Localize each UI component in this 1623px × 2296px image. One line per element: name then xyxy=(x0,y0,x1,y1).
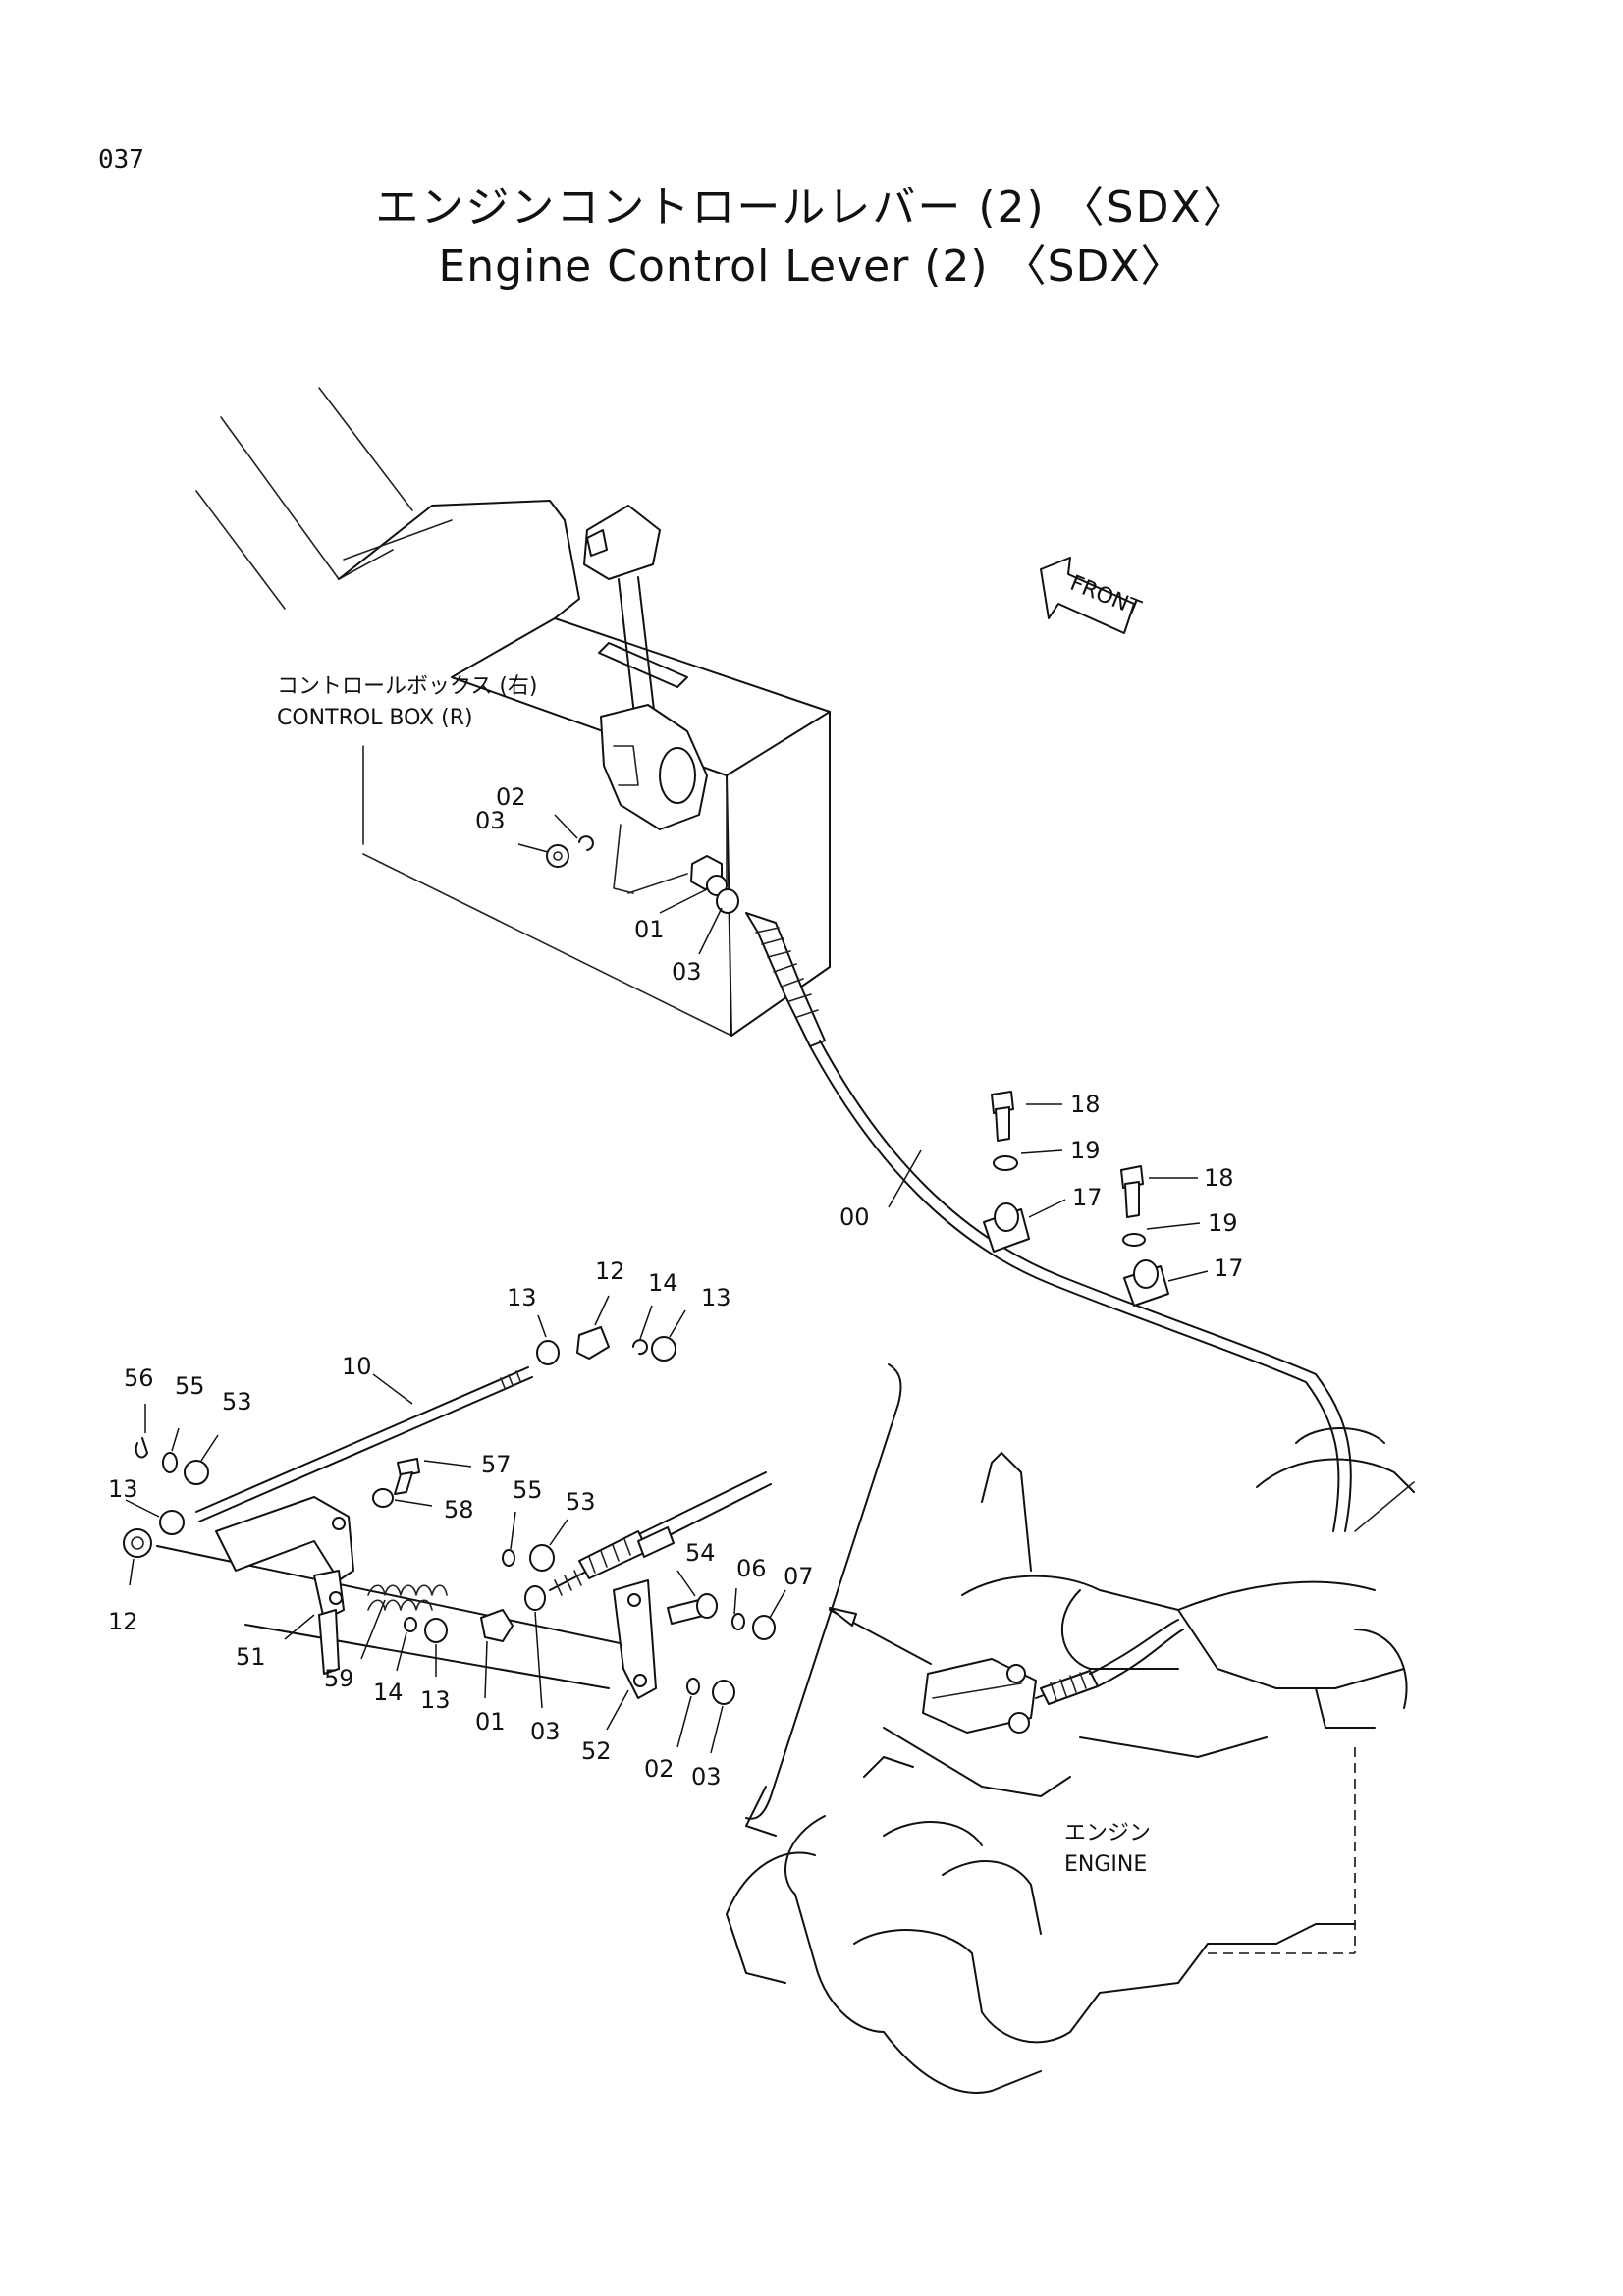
callout-10: 10 xyxy=(342,1353,372,1380)
callout-labels: 02 03 01 03 00 18 19 17 18 19 17 13 12 1… xyxy=(108,783,1244,1790)
cab-outline xyxy=(195,387,580,619)
callout-12: 12 xyxy=(595,1257,625,1285)
callout-18: 18 xyxy=(1070,1091,1101,1118)
engine-bracket xyxy=(922,1619,1184,1734)
caption-engine-jp: エンジン xyxy=(1064,1821,1151,1845)
control-box xyxy=(362,617,831,1037)
callout-54: 54 xyxy=(685,1539,716,1567)
callout-02: 02 xyxy=(496,783,526,811)
title-english: Engine Control Lever (2) 〈SDX〉 xyxy=(438,241,1185,292)
callout-13: 13 xyxy=(507,1284,537,1311)
callout-13: 13 xyxy=(420,1686,451,1714)
callout-03: 03 xyxy=(691,1763,722,1790)
callout-14: 14 xyxy=(648,1269,678,1297)
callout-01: 01 xyxy=(634,916,665,943)
engine-outline xyxy=(726,1427,1415,2094)
callout-55: 55 xyxy=(513,1476,543,1504)
caption-control-box-en: CONTROL BOX (R) xyxy=(277,706,473,730)
callout-53: 53 xyxy=(566,1488,596,1516)
callout-56: 56 xyxy=(124,1364,154,1392)
front-arrow: FRONT xyxy=(1040,557,1145,634)
callout-57: 57 xyxy=(481,1451,512,1478)
callout-19: 19 xyxy=(1208,1209,1238,1237)
detail-pointer-head xyxy=(829,1607,857,1627)
callout-53: 53 xyxy=(222,1388,252,1415)
callout-12: 12 xyxy=(108,1608,138,1635)
callout-06: 06 xyxy=(736,1555,767,1582)
cable-clamps xyxy=(983,1091,1169,1307)
callout-17: 17 xyxy=(1214,1255,1244,1282)
detail-bracket xyxy=(745,1363,902,1820)
callout-55: 55 xyxy=(175,1372,205,1400)
callout-52: 52 xyxy=(581,1737,612,1765)
callout-58: 58 xyxy=(444,1496,474,1523)
callout-19: 19 xyxy=(1070,1137,1101,1164)
callout-03: 03 xyxy=(672,958,702,986)
callout-51: 51 xyxy=(236,1643,266,1671)
callout-01: 01 xyxy=(475,1708,506,1735)
callout-59: 59 xyxy=(324,1665,354,1692)
callout-00: 00 xyxy=(839,1203,870,1231)
callout-03: 03 xyxy=(475,807,506,834)
callout-18: 18 xyxy=(1204,1164,1234,1192)
control-cable xyxy=(745,912,1352,1532)
leader-lines xyxy=(125,814,1209,1754)
callout-13: 13 xyxy=(108,1475,138,1503)
callout-03: 03 xyxy=(530,1718,561,1745)
callout-13: 13 xyxy=(701,1284,731,1311)
control-box-fasteners xyxy=(546,835,739,914)
caption-control-box-jp: コントロールボックス (右) xyxy=(277,674,538,699)
callout-07: 07 xyxy=(784,1563,814,1590)
callout-17: 17 xyxy=(1072,1184,1103,1211)
caption-engine-en: ENGINE xyxy=(1064,1852,1147,1877)
callout-02: 02 xyxy=(644,1755,675,1783)
control-lever xyxy=(583,505,708,894)
callout-14: 14 xyxy=(373,1679,404,1706)
detail-assembly xyxy=(123,1326,776,1705)
title-japanese: エンジンコントロールレバー (2) 〈SDX〉 xyxy=(375,183,1248,233)
page-number: 037 xyxy=(98,145,144,175)
